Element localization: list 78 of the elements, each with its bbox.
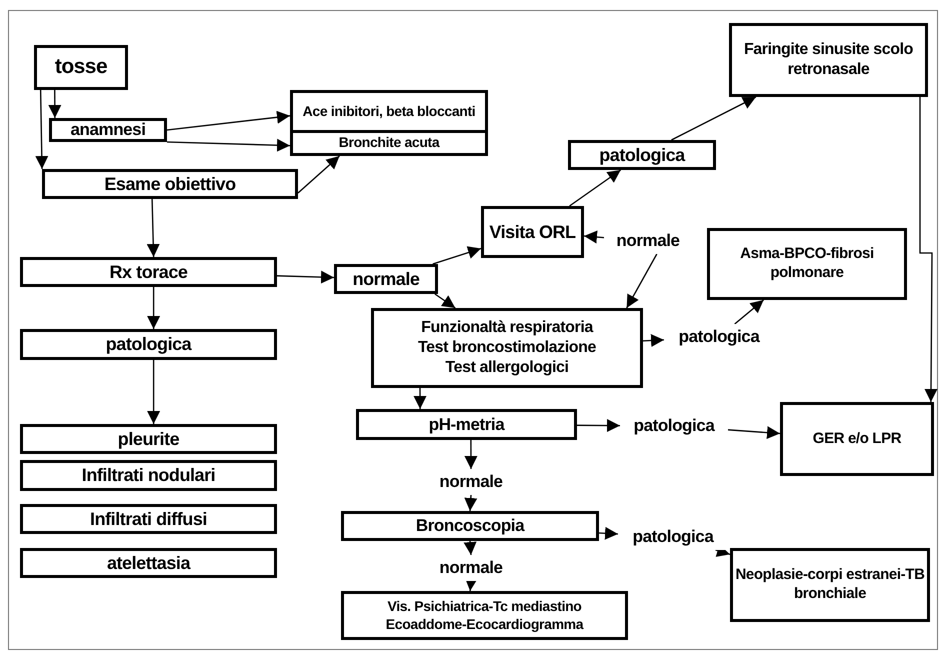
arrow bbox=[298, 156, 340, 194]
box-text: Esame obiettivo bbox=[104, 172, 236, 196]
arrow bbox=[147, 287, 160, 329]
arrow bbox=[414, 388, 427, 409]
process-box bbox=[481, 206, 584, 258]
process-box bbox=[729, 23, 928, 97]
box-text: pleurite bbox=[118, 428, 180, 450]
process-box bbox=[20, 548, 277, 578]
box-text: GER e/o LPR bbox=[812, 430, 902, 448]
process-box bbox=[20, 329, 277, 360]
box-text: Bronchite acuta bbox=[338, 134, 440, 152]
process-box bbox=[49, 118, 167, 142]
box-text: Infiltrati nodulari bbox=[82, 464, 216, 487]
box-text: Ace inibitori, beta bloccanti bbox=[302, 102, 476, 120]
box-text: Faringite sinusite scolo retronasale bbox=[742, 40, 914, 80]
arrow bbox=[166, 110, 290, 131]
arrow bbox=[48, 90, 62, 118]
process-box bbox=[334, 264, 438, 294]
arrow bbox=[464, 540, 477, 556]
arrow bbox=[147, 360, 160, 424]
arrow bbox=[276, 270, 334, 284]
box-text: normale bbox=[352, 268, 420, 290]
arrow bbox=[598, 526, 618, 540]
box-text: Rx torace bbox=[110, 260, 188, 284]
box-text: Vis. Psichiatrica-Tc mediastino bbox=[387, 598, 582, 616]
arrow bbox=[35, 90, 48, 170]
arrow bbox=[584, 230, 604, 244]
process-box bbox=[780, 402, 934, 476]
process-box bbox=[341, 511, 599, 541]
arrow bbox=[734, 300, 764, 324]
outcome-text: patologica bbox=[634, 415, 714, 437]
box-text: Test broncostimolazione bbox=[418, 338, 596, 358]
process-box bbox=[707, 228, 907, 300]
arrow bbox=[464, 440, 478, 469]
box-text: patologica bbox=[599, 144, 685, 166]
process-box bbox=[20, 460, 277, 491]
box-text: tosse bbox=[54, 54, 108, 80]
outcome-text: normale bbox=[616, 230, 680, 252]
process-box bbox=[290, 90, 488, 133]
box-text: atelettasia bbox=[106, 552, 190, 574]
process-box bbox=[42, 169, 298, 199]
process-box bbox=[730, 548, 930, 622]
box-text: pH-metria bbox=[428, 414, 504, 436]
process-box bbox=[290, 130, 488, 156]
arrow bbox=[434, 293, 456, 309]
outcome-text: patologica bbox=[678, 326, 760, 348]
box-text: patologica bbox=[106, 333, 192, 356]
outcome-text: normale bbox=[439, 557, 503, 579]
process-box bbox=[356, 409, 577, 440]
process-box bbox=[20, 257, 277, 287]
box-text: Visita ORL bbox=[489, 220, 576, 244]
arrow bbox=[166, 138, 290, 152]
box-text: Broncoscopia bbox=[416, 515, 524, 537]
arrow bbox=[464, 494, 478, 512]
process-box bbox=[371, 308, 643, 388]
arrow bbox=[432, 246, 482, 265]
process-box bbox=[20, 424, 277, 454]
process-box bbox=[34, 45, 128, 90]
box-text: Neoplasie-corpi estranei-TB bronchiale bbox=[734, 566, 926, 604]
process-box bbox=[341, 591, 628, 640]
box-text: Asma-BPCO-fibrosi polmonare bbox=[739, 245, 875, 283]
arrow bbox=[919, 97, 938, 402]
process-box bbox=[568, 140, 716, 170]
box-text: Ecoaddome-Ecocardiogramma bbox=[386, 616, 584, 633]
process-box bbox=[20, 504, 277, 534]
box-text: Test allergologici bbox=[445, 358, 569, 378]
box-text: Funzionaltà respiratoria bbox=[421, 318, 593, 338]
box-text: anamnesi bbox=[70, 119, 146, 141]
arrow bbox=[671, 96, 756, 141]
arrow bbox=[642, 334, 664, 347]
arrow bbox=[146, 198, 160, 258]
arrow bbox=[569, 169, 622, 207]
outcome-text: normale bbox=[439, 471, 503, 493]
arrow bbox=[577, 419, 620, 432]
outcome-text: patologica bbox=[632, 526, 714, 548]
arrow bbox=[728, 426, 780, 440]
arrow bbox=[626, 254, 658, 308]
box-text: Infiltrati diffusi bbox=[90, 508, 207, 530]
